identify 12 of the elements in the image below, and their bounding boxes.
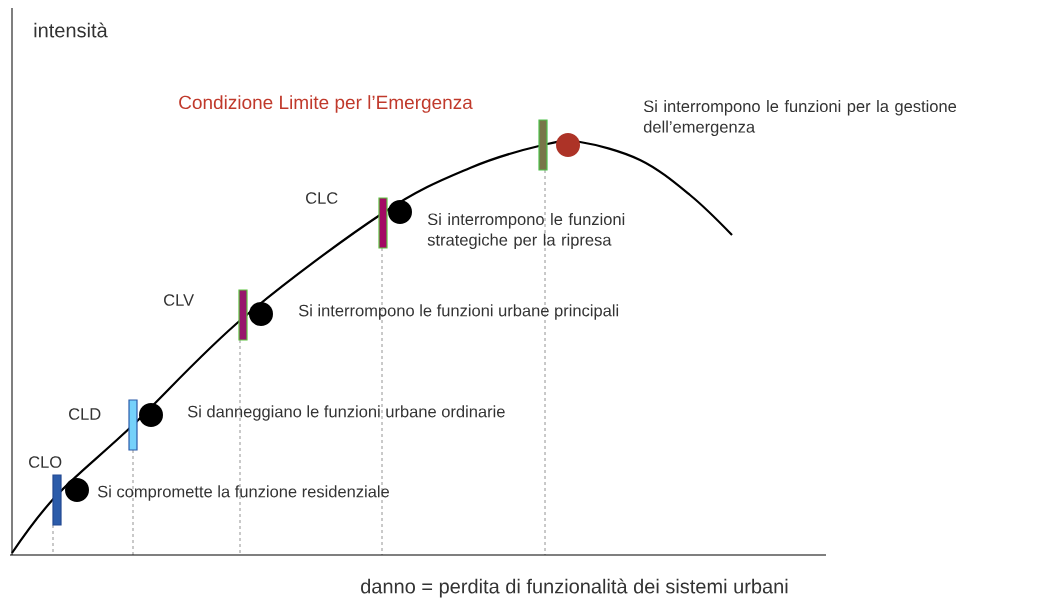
threshold-label: CLV xyxy=(164,294,194,306)
axis-label: danno = perdita di funzionalità dei sistemi urbani xyxy=(361,578,788,598)
description-text: Si interrompono le funzioni urbane principali xyxy=(298,304,619,320)
description-text: Si danneggiano le funzioni urbane ordinarie xyxy=(187,405,505,421)
description-text: Si interrompono le funzioni strategiche per la ripresa xyxy=(427,213,625,249)
description-text: Si compromette la funzione residenziale xyxy=(97,485,389,501)
condition-title: Condizione Limite per l’Emergenza xyxy=(179,95,473,113)
threshold-label: CLD xyxy=(69,408,101,420)
axis-label: intensità xyxy=(34,22,108,38)
threshold-label: CLC xyxy=(306,192,338,204)
threshold-label: CLO xyxy=(29,456,62,468)
description-text: Si interrompono le funzioni per la gestione dell’emergenza xyxy=(643,100,957,136)
